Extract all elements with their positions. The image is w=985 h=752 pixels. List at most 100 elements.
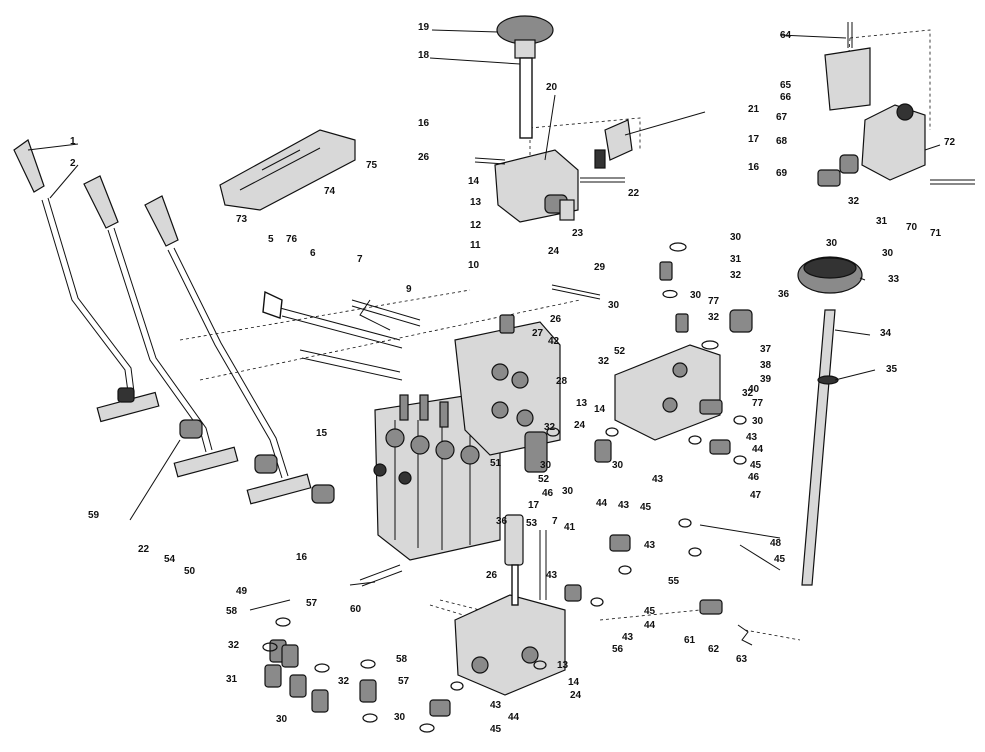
callout-c56: 56 bbox=[612, 644, 624, 655]
callout-c31b: 31 bbox=[226, 674, 238, 685]
callout-c28: 28 bbox=[556, 376, 568, 387]
callout-c43d: 43 bbox=[644, 540, 656, 551]
callout-c72: 72 bbox=[944, 137, 956, 148]
callout-c73: 73 bbox=[236, 214, 248, 225]
callout-c42: 42 bbox=[548, 336, 560, 347]
callout-c31c: 31 bbox=[876, 216, 888, 227]
assembly-guide-lines bbox=[179, 29, 931, 641]
control-lever-3 bbox=[144, 195, 312, 505]
callout-c13c: 13 bbox=[557, 660, 569, 671]
callout-c43f: 43 bbox=[490, 700, 502, 711]
callout-c71: 71 bbox=[930, 228, 942, 239]
callout-c48: 48 bbox=[770, 538, 782, 549]
callout-c9: 9 bbox=[406, 284, 412, 295]
callout-c16a: 16 bbox=[418, 118, 430, 129]
callout-c32a: 32 bbox=[730, 270, 742, 281]
callout-c24c: 24 bbox=[570, 690, 582, 701]
callout-c33: 33 bbox=[888, 274, 900, 285]
callout-c7a: 7 bbox=[357, 254, 363, 265]
callout-c77b: 77 bbox=[752, 398, 764, 409]
callout-c57b: 57 bbox=[398, 676, 410, 687]
callout-c31a: 31 bbox=[730, 254, 742, 265]
callout-c30d: 30 bbox=[752, 416, 764, 427]
callout-c53: 53 bbox=[526, 518, 538, 529]
control-valve-stack bbox=[373, 394, 501, 561]
callout-c32d: 32 bbox=[544, 422, 556, 433]
callout-c17a: 17 bbox=[748, 134, 760, 145]
callout-c45d: 45 bbox=[640, 502, 652, 513]
callout-c52a: 52 bbox=[614, 346, 626, 357]
callout-c17b: 17 bbox=[528, 500, 540, 511]
callout-labels: 1256779101112131313141414151616161717181… bbox=[70, 22, 956, 735]
callout-c22a: 22 bbox=[628, 188, 640, 199]
callout-c32b: 32 bbox=[708, 312, 720, 323]
callout-c5: 5 bbox=[268, 234, 274, 245]
callout-c14b: 14 bbox=[594, 404, 606, 415]
callout-c43e: 43 bbox=[546, 570, 558, 581]
upper-valve-body bbox=[454, 321, 561, 473]
callout-c46a: 46 bbox=[748, 472, 760, 483]
callout-c24b: 24 bbox=[574, 420, 586, 431]
callout-c36a: 36 bbox=[778, 289, 790, 300]
callout-c30g: 30 bbox=[276, 714, 288, 725]
callout-c16c: 16 bbox=[296, 552, 308, 563]
callout-c13b: 13 bbox=[576, 398, 588, 409]
manifold-block bbox=[614, 344, 721, 441]
callout-c58a: 58 bbox=[226, 606, 238, 617]
bolts-and-pins bbox=[359, 22, 975, 646]
callout-c2: 2 bbox=[70, 158, 76, 169]
callout-c44b: 44 bbox=[596, 498, 608, 509]
callout-c45a: 45 bbox=[750, 460, 762, 471]
callout-c49: 49 bbox=[236, 586, 248, 597]
callout-c45e: 45 bbox=[490, 724, 502, 735]
callout-c38: 38 bbox=[760, 360, 772, 371]
callout-c19: 19 bbox=[418, 22, 430, 33]
callout-c30c: 30 bbox=[690, 290, 702, 301]
callout-c52b: 52 bbox=[538, 474, 550, 485]
callout-c45b: 45 bbox=[774, 554, 786, 565]
callout-c44c: 44 bbox=[644, 620, 656, 631]
callout-c14a: 14 bbox=[468, 176, 480, 187]
callout-c36b: 36 bbox=[496, 516, 508, 527]
callout-c54: 54 bbox=[164, 554, 176, 565]
control-lever-2 bbox=[83, 175, 239, 478]
callout-c65: 65 bbox=[780, 80, 792, 91]
callout-c46b: 46 bbox=[542, 488, 554, 499]
callout-c32e: 32 bbox=[228, 640, 240, 651]
callout-c10: 10 bbox=[468, 260, 480, 271]
callout-c30j: 30 bbox=[882, 248, 894, 259]
callout-c39: 39 bbox=[760, 374, 772, 385]
callout-c43a: 43 bbox=[652, 474, 664, 485]
callout-c40: 40 bbox=[748, 384, 760, 395]
callout-c63: 63 bbox=[736, 654, 748, 665]
callout-c24a: 24 bbox=[548, 246, 560, 257]
tie-rods bbox=[262, 290, 421, 381]
callout-c76: 76 bbox=[286, 234, 298, 245]
callout-c30b: 30 bbox=[608, 300, 620, 311]
callout-c22b: 22 bbox=[138, 544, 150, 555]
callout-c15: 15 bbox=[316, 428, 328, 439]
callout-c75: 75 bbox=[366, 160, 378, 171]
callout-c34: 34 bbox=[880, 328, 892, 339]
callout-c43c: 43 bbox=[622, 632, 634, 643]
callout-c18: 18 bbox=[418, 50, 430, 61]
callout-c51: 51 bbox=[490, 458, 502, 469]
hydraulic-fittings bbox=[264, 169, 841, 717]
o-rings bbox=[262, 242, 747, 733]
callout-c32h: 32 bbox=[848, 196, 860, 207]
callout-c30k: 30 bbox=[612, 460, 624, 471]
callout-c41: 41 bbox=[564, 522, 576, 533]
callout-c44a: 44 bbox=[752, 444, 764, 455]
callout-c60: 60 bbox=[350, 604, 362, 615]
callout-c44d: 44 bbox=[508, 712, 520, 723]
callout-c70: 70 bbox=[906, 222, 918, 233]
callout-c6: 6 bbox=[310, 248, 316, 259]
shift-knob-assembly bbox=[494, 15, 579, 223]
callout-c32g: 32 bbox=[598, 356, 610, 367]
lower-valve-block bbox=[454, 514, 566, 696]
callout-c26a: 26 bbox=[418, 152, 430, 163]
callout-c37: 37 bbox=[760, 344, 772, 355]
callout-c27: 27 bbox=[532, 328, 544, 339]
leader-lines bbox=[27, 29, 941, 611]
